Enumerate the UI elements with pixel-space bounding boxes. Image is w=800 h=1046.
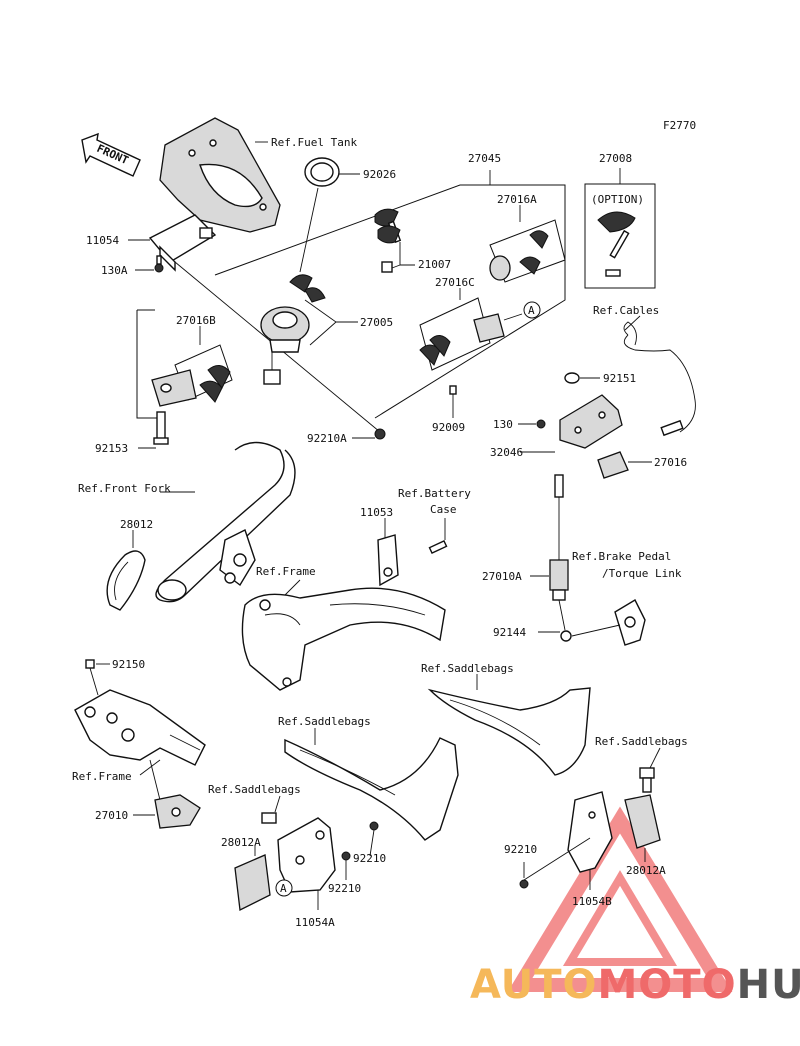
label-92151: 92151 (603, 372, 636, 385)
label-ref-brake-pedal-2: /Torque Link (602, 567, 682, 580)
label-ref-saddlebags-2: Ref.Saddlebags (278, 715, 371, 728)
label-ref-fuel-tank: Ref.Fuel Tank (271, 136, 357, 149)
lock-27016 (597, 451, 629, 479)
bracket-11054b (567, 791, 613, 873)
watermark-triangle (507, 806, 733, 992)
bracket-11054 (148, 214, 217, 272)
lock-set-27016c (419, 297, 505, 371)
option-key-box-27008 (584, 183, 656, 289)
label-11054b: 11054B (572, 895, 612, 908)
bolt-92153 (153, 411, 169, 445)
watermark-moto: MOTO (597, 962, 737, 1008)
fuel-tank-cover (159, 117, 281, 233)
label-28012: 28012 (120, 518, 153, 531)
figure-code: F2770 (663, 119, 696, 132)
lock-set-27016b (136, 309, 233, 419)
label-ref-battery-1: Ref.Battery (398, 487, 471, 500)
label-ref-saddlebags-3: Ref.Saddlebags (595, 735, 688, 748)
bolt-130a (154, 255, 164, 273)
plate-28012a-right (624, 794, 661, 849)
label-ref-frame-1: Ref.Frame (256, 565, 316, 578)
label-ref-battery-2: Case (430, 503, 457, 516)
label-ref-saddlebags-1: Ref.Saddlebags (421, 662, 514, 675)
cable-assembly (623, 321, 696, 437)
label-92150: 92150 (112, 658, 145, 671)
label-92144: 92144 (493, 626, 526, 639)
label-92153: 92153 (95, 442, 128, 455)
bolt-right-upper (639, 767, 655, 793)
bracket-32046 (559, 394, 623, 449)
label-ref-frame-2: Ref.Frame (72, 770, 132, 783)
saddlebag-bracket-left (284, 737, 459, 841)
bracket-11054a (277, 817, 336, 893)
callout-a-bottom: A (280, 882, 287, 895)
lock-set-27016a (489, 219, 566, 283)
boot-28012 (106, 550, 146, 611)
callout-a-top: A (528, 304, 535, 317)
saddlebag-bracket-right (427, 687, 591, 776)
bolt-130 (536, 419, 546, 429)
label-ref-cables: Ref.Cables (593, 304, 659, 317)
label-27010: 27010 (95, 809, 128, 822)
label-27045: 27045 (468, 152, 501, 165)
label-130: 130 (493, 418, 513, 431)
ignition-switch-27005 (260, 274, 326, 385)
switch-27010 (149, 759, 201, 829)
cover-92151 (564, 372, 580, 384)
nut-92210-right (519, 879, 529, 889)
label-ref-brake-pedal-1: Ref.Brake Pedal (572, 550, 671, 563)
label-21007: 21007 (418, 258, 451, 271)
label-11054: 11054 (86, 234, 119, 247)
label-92210-b: 92210 (328, 882, 361, 895)
label-28012a-left: 28012A (221, 836, 261, 849)
label-27010a: 27010A (482, 570, 522, 583)
screw-92009 (449, 385, 457, 395)
label-92026: 92026 (363, 168, 396, 181)
label-11053: 11053 (360, 506, 393, 519)
label-32046: 32046 (490, 446, 523, 459)
bracket-11053 (377, 534, 448, 587)
label-27008: 27008 (599, 152, 632, 165)
label-130a: 130A (101, 264, 128, 277)
label-27016: 27016 (654, 456, 687, 469)
ring-92026 (304, 157, 340, 187)
nut-92210a (374, 428, 386, 440)
label-92210-a: 92210 (353, 852, 386, 865)
label-11054a: 11054A (295, 916, 335, 929)
bolt-left-upper (261, 812, 277, 824)
keys-21007 (374, 208, 402, 273)
front-arrow-icon: FRONT (81, 132, 141, 177)
frame-section (241, 587, 446, 691)
frame-rear-section (74, 689, 206, 766)
plate-28012a-left (234, 854, 271, 911)
label-92210-c: 92210 (504, 843, 537, 856)
brake-switch-27010a (549, 474, 572, 642)
bolt-92150 (85, 659, 99, 696)
label-ref-front-fork: Ref.Front Fork (78, 482, 171, 495)
option-label: (OPTION) (591, 193, 644, 206)
label-28012a-right: 28012A (626, 864, 666, 877)
label-ref-saddlebags-4: Ref.Saddlebags (208, 783, 301, 796)
label-92009: 92009 (432, 421, 465, 434)
label-27016b: 27016B (176, 314, 216, 327)
front-fork (155, 441, 296, 603)
label-27016a: 27016A (497, 193, 537, 206)
label-27016c: 27016C (435, 276, 475, 289)
label-92210a: 92210A (307, 432, 347, 445)
label-27005: 27005 (360, 316, 393, 329)
watermark-text: AUTOMOTOHUB (470, 962, 800, 1008)
watermark-auto: AUTO (470, 962, 598, 1008)
torque-link-bracket (614, 599, 646, 646)
watermark-hub: HUB (736, 962, 800, 1008)
